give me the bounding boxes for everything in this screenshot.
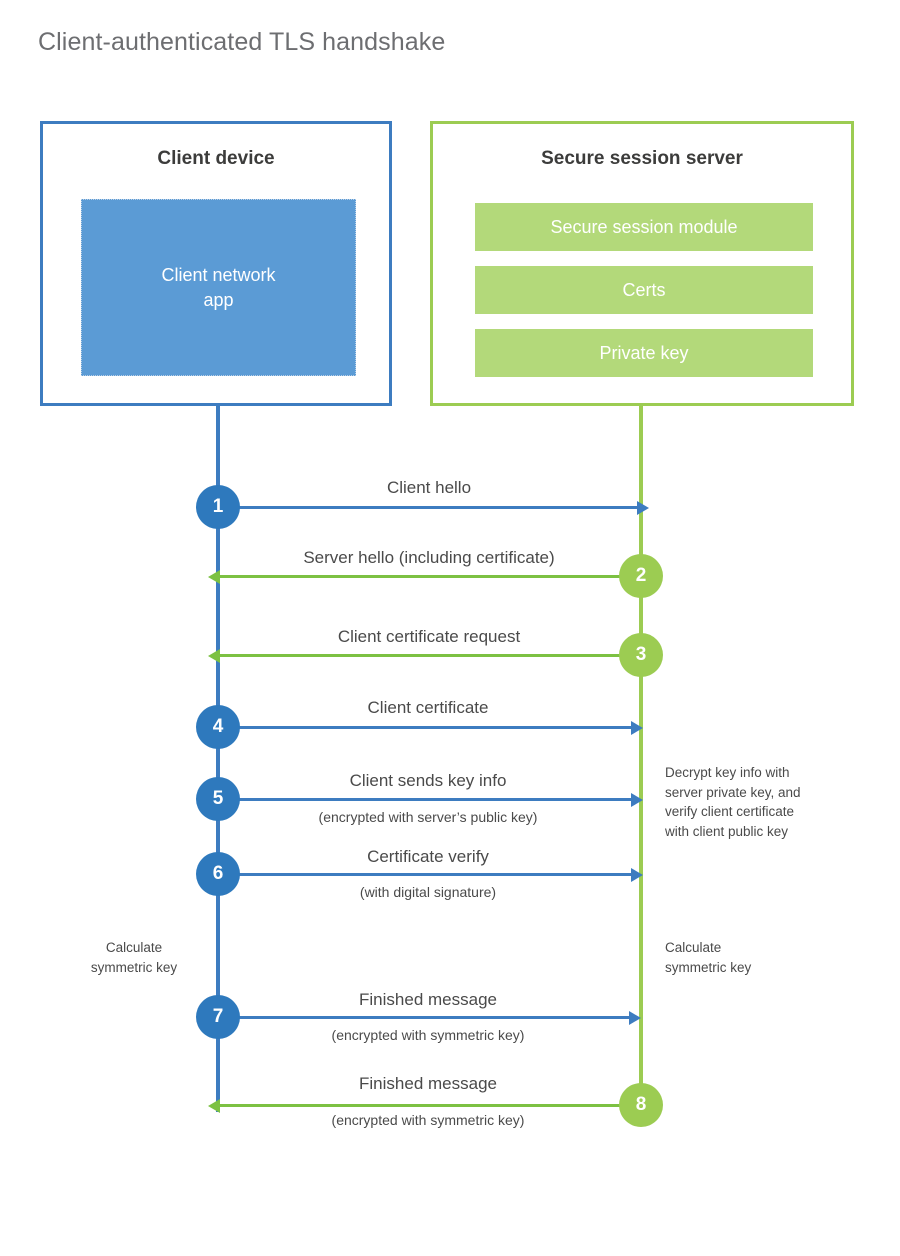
step-6-arrow <box>218 867 643 882</box>
step-6-label: Certificate verify <box>367 847 489 866</box>
step-5-label: Client sends key info <box>349 771 507 790</box>
secure-session-server-title: Secure session server <box>541 148 743 169</box>
step-4-label: Client certificate <box>367 698 489 717</box>
server-decrypt-note: Decrypt key info with server private key… <box>665 765 801 839</box>
step-3-arrow <box>208 648 639 663</box>
step-2-arrow <box>208 569 639 584</box>
step-5-circle[interactable]: 5 <box>196 777 240 821</box>
step-4-circle[interactable]: 4 <box>196 705 240 749</box>
step-1-circle[interactable]: 1 <box>196 485 240 529</box>
client-network-app-block: Client network app <box>81 199 356 376</box>
arrowhead-right-icon <box>631 792 643 807</box>
server-module-private-key: Private key <box>475 329 813 377</box>
arrowhead-right-icon <box>637 500 649 515</box>
step-6-sublabel: (with digital signature) <box>359 884 497 900</box>
client-device-title: Client device <box>157 148 275 169</box>
step-1-arrow <box>218 500 649 515</box>
arrowhead-right-icon <box>631 720 643 735</box>
step-7-label: Finished message <box>359 990 497 1009</box>
step-1-label: Client hello <box>386 478 472 497</box>
arrowhead-right-icon <box>631 867 643 882</box>
server-lifeline <box>639 404 643 1107</box>
step-8-arrow <box>208 1098 639 1113</box>
step-7-arrow <box>218 1010 641 1025</box>
step-4-arrow <box>218 720 643 735</box>
arrowhead-right-icon <box>629 1010 641 1025</box>
step-7-sublabel: (encrypted with symmetric key) <box>331 1027 525 1043</box>
arrowhead-left-icon <box>208 1098 220 1113</box>
step-3-circle[interactable]: 3 <box>619 633 663 677</box>
page-title: Client-authenticated TLS handshake <box>38 28 446 56</box>
step-2-circle[interactable]: 2 <box>619 554 663 598</box>
step-5-arrow <box>218 792 643 807</box>
step-8-sublabel: (encrypted with symmetric key) <box>331 1112 525 1128</box>
secure-session-server-box: Secure session server Secure session mod… <box>430 121 854 406</box>
step-8-circle[interactable]: 8 <box>619 1083 663 1127</box>
step-3-label: Client certificate request <box>337 627 521 646</box>
arrowhead-left-icon <box>208 648 220 663</box>
server-module-certs: Certs <box>475 266 813 314</box>
step-5-sublabel: (encrypted with server’s public key) <box>318 809 538 825</box>
client-calculate-symmetric-key-note: Calculate symmetric key <box>90 940 178 975</box>
arrowhead-left-icon <box>208 569 220 584</box>
client-lifeline <box>216 404 220 1112</box>
server-module-secure-session-module: Secure session module <box>475 203 813 251</box>
server-calculate-symmetric-key-note: Calculate symmetric key <box>665 940 752 975</box>
step-2-label: Server hello (including certificate) <box>303 548 555 567</box>
client-device-box: Client device Client network app <box>40 121 392 406</box>
step-8-label: Finished message <box>359 1074 497 1093</box>
step-7-circle[interactable]: 7 <box>196 995 240 1039</box>
step-6-circle[interactable]: 6 <box>196 852 240 896</box>
